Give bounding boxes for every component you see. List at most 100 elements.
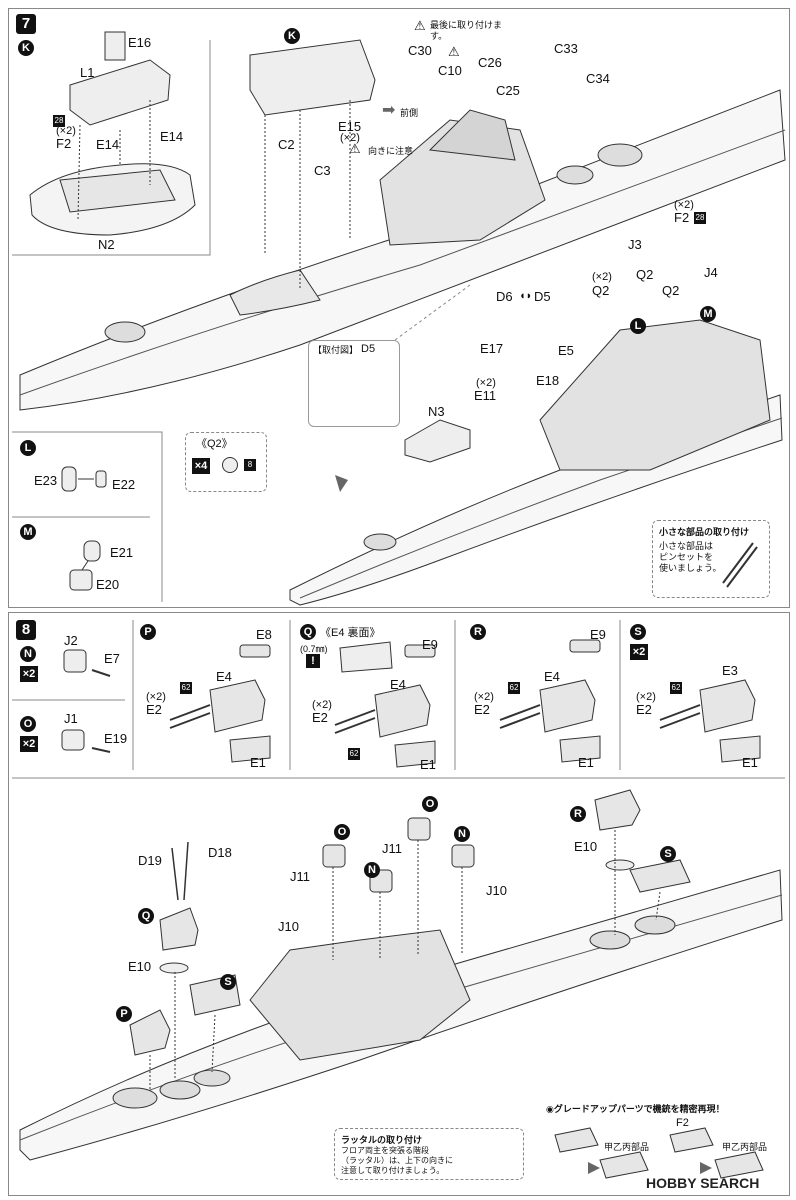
step8-number: 8 xyxy=(16,620,36,640)
label-f2: F2 xyxy=(56,136,72,151)
label-n3: N3 xyxy=(428,404,445,419)
label-e7: E7 xyxy=(104,651,120,666)
tip-text: 小さな部品は ピンセットを 使いましょう。 xyxy=(659,541,722,573)
q-marker: Q xyxy=(300,624,316,640)
l-marker-right: L xyxy=(630,318,646,334)
ladder-title: ラッタルの取り付け xyxy=(341,1135,423,1145)
n-marker-left: N xyxy=(364,862,380,878)
label-p-e2-qty: (×2) xyxy=(146,691,166,703)
label-j4: J4 xyxy=(704,265,718,280)
forward-arrow-icon: ➡ xyxy=(382,102,396,119)
label-q-e4: E4 xyxy=(390,677,406,692)
label-l1: L1 xyxy=(80,65,95,80)
q2-badge: 8 xyxy=(244,459,256,471)
label-r-e1: E1 xyxy=(578,755,594,770)
label-j3: J3 xyxy=(628,237,642,252)
k-marker-main: K xyxy=(284,28,300,44)
label-e11-qty: (×2) xyxy=(476,377,496,389)
label-direction-note: 向きに注意 xyxy=(368,146,414,156)
d5-inset-part: D5 xyxy=(361,343,376,355)
label-p-e8: E8 xyxy=(256,627,272,642)
o-marker-right: O xyxy=(422,796,438,812)
ladder-box: ラッタルの取り付け フロア両主を突張る階段 （ラッタル）は、上下の向きに 注意し… xyxy=(334,1128,524,1180)
n-marker-right: N xyxy=(454,826,470,842)
label-q2-a: Q2 xyxy=(592,283,610,298)
label-d5: D5 xyxy=(534,289,551,304)
label-f2-right: F2 xyxy=(674,210,690,225)
label-r-e2: E2 xyxy=(474,702,490,717)
label-p-e1: E1 xyxy=(250,755,266,770)
d5-inset-title: 【取付図】 xyxy=(313,345,359,355)
label-c25: C25 xyxy=(496,83,520,98)
label-e14-a: E14 xyxy=(96,137,120,152)
d5-inset: 【取付図】 D5 xyxy=(308,340,400,427)
r-marker-main: R xyxy=(570,806,586,822)
step7-frame xyxy=(8,8,790,608)
q-drill-size: (0.7㎜) xyxy=(300,644,328,654)
label-d19: D19 xyxy=(138,853,162,868)
m-marker-right: M xyxy=(700,306,716,322)
step7-number: 7 xyxy=(16,14,36,34)
label-e21: E21 xyxy=(110,545,134,560)
label-c33: C33 xyxy=(554,41,578,56)
label-q-e2-qty: (×2) xyxy=(312,699,332,711)
label-e15: E15 xyxy=(338,119,362,134)
label-j10-left: J10 xyxy=(278,919,299,934)
l-marker: L xyxy=(20,440,36,456)
label-s-e2: E2 xyxy=(636,702,652,717)
label-e19: E19 xyxy=(104,731,128,746)
label-c30: C30 xyxy=(408,43,432,58)
label-j11-left: J11 xyxy=(290,869,310,884)
s-badge: 62 xyxy=(670,682,682,694)
drill-icon: ! xyxy=(306,654,320,668)
label-s-e1: E1 xyxy=(742,755,758,770)
q2-part-icon xyxy=(222,457,238,473)
badge-28-right: 28 xyxy=(694,212,706,224)
label-e23: E23 xyxy=(34,473,58,488)
label-r-e9: E9 xyxy=(590,627,606,642)
s-marker-right: S xyxy=(660,846,676,862)
label-e20: E20 xyxy=(96,577,120,592)
label-c30-note: 最後に取り付けます。 xyxy=(430,20,503,41)
label-e17: E17 xyxy=(480,341,504,356)
label-e22: E22 xyxy=(112,477,136,492)
upgrade-caption-b: 甲乙丙部品 xyxy=(722,1142,768,1152)
p-marker: P xyxy=(140,624,156,640)
badge-28-left: 28 xyxy=(53,115,65,127)
o-marker: O xyxy=(20,716,36,732)
p-marker-main: P xyxy=(116,1006,132,1022)
m-marker: M xyxy=(20,524,36,540)
warning-icon-c10: ⚠ xyxy=(448,44,460,59)
label-j2: J2 xyxy=(64,633,78,648)
label-c2: C2 xyxy=(278,137,295,152)
label-f2-qty: (×2) xyxy=(56,125,76,137)
link-icon: ◖◗ xyxy=(519,290,533,302)
tweezers-icon xyxy=(722,542,758,588)
label-e5: E5 xyxy=(558,343,574,358)
q2-qty: ×4 xyxy=(192,458,210,474)
tip-title: 小さな部品の取り付け xyxy=(659,527,750,537)
r-badge: 62 xyxy=(508,682,520,694)
warning-icon-e15: ⚠ xyxy=(349,141,361,156)
q2-box-title: 《Q2》 xyxy=(196,438,233,450)
label-f2-right-qty: (×2) xyxy=(674,199,694,211)
q-marker-main: Q xyxy=(138,908,154,924)
label-j11-right: J11 xyxy=(382,841,402,856)
label-e11: E11 xyxy=(474,388,497,403)
label-e15-qty: (×2) xyxy=(340,132,360,144)
label-forward: 前側 xyxy=(400,108,419,118)
s-qty: ×2 xyxy=(630,644,648,660)
label-c10: C10 xyxy=(438,63,462,78)
q-e4-underside-title: 《E4 裏面》 xyxy=(320,627,381,639)
label-r-e4: E4 xyxy=(544,669,560,684)
label-e10-right: E10 xyxy=(574,839,598,854)
label-q-e2: E2 xyxy=(312,710,328,725)
label-e10-left: E10 xyxy=(128,959,152,974)
s-marker: S xyxy=(630,624,646,640)
q2-box: 《Q2》 ×4 8 xyxy=(185,432,267,492)
label-q-e9: E9 xyxy=(422,637,438,652)
label-q-e1: E1 xyxy=(420,757,436,772)
tip-box: 小さな部品の取り付け 小さな部品は ピンセットを 使いましょう。 xyxy=(652,520,770,598)
